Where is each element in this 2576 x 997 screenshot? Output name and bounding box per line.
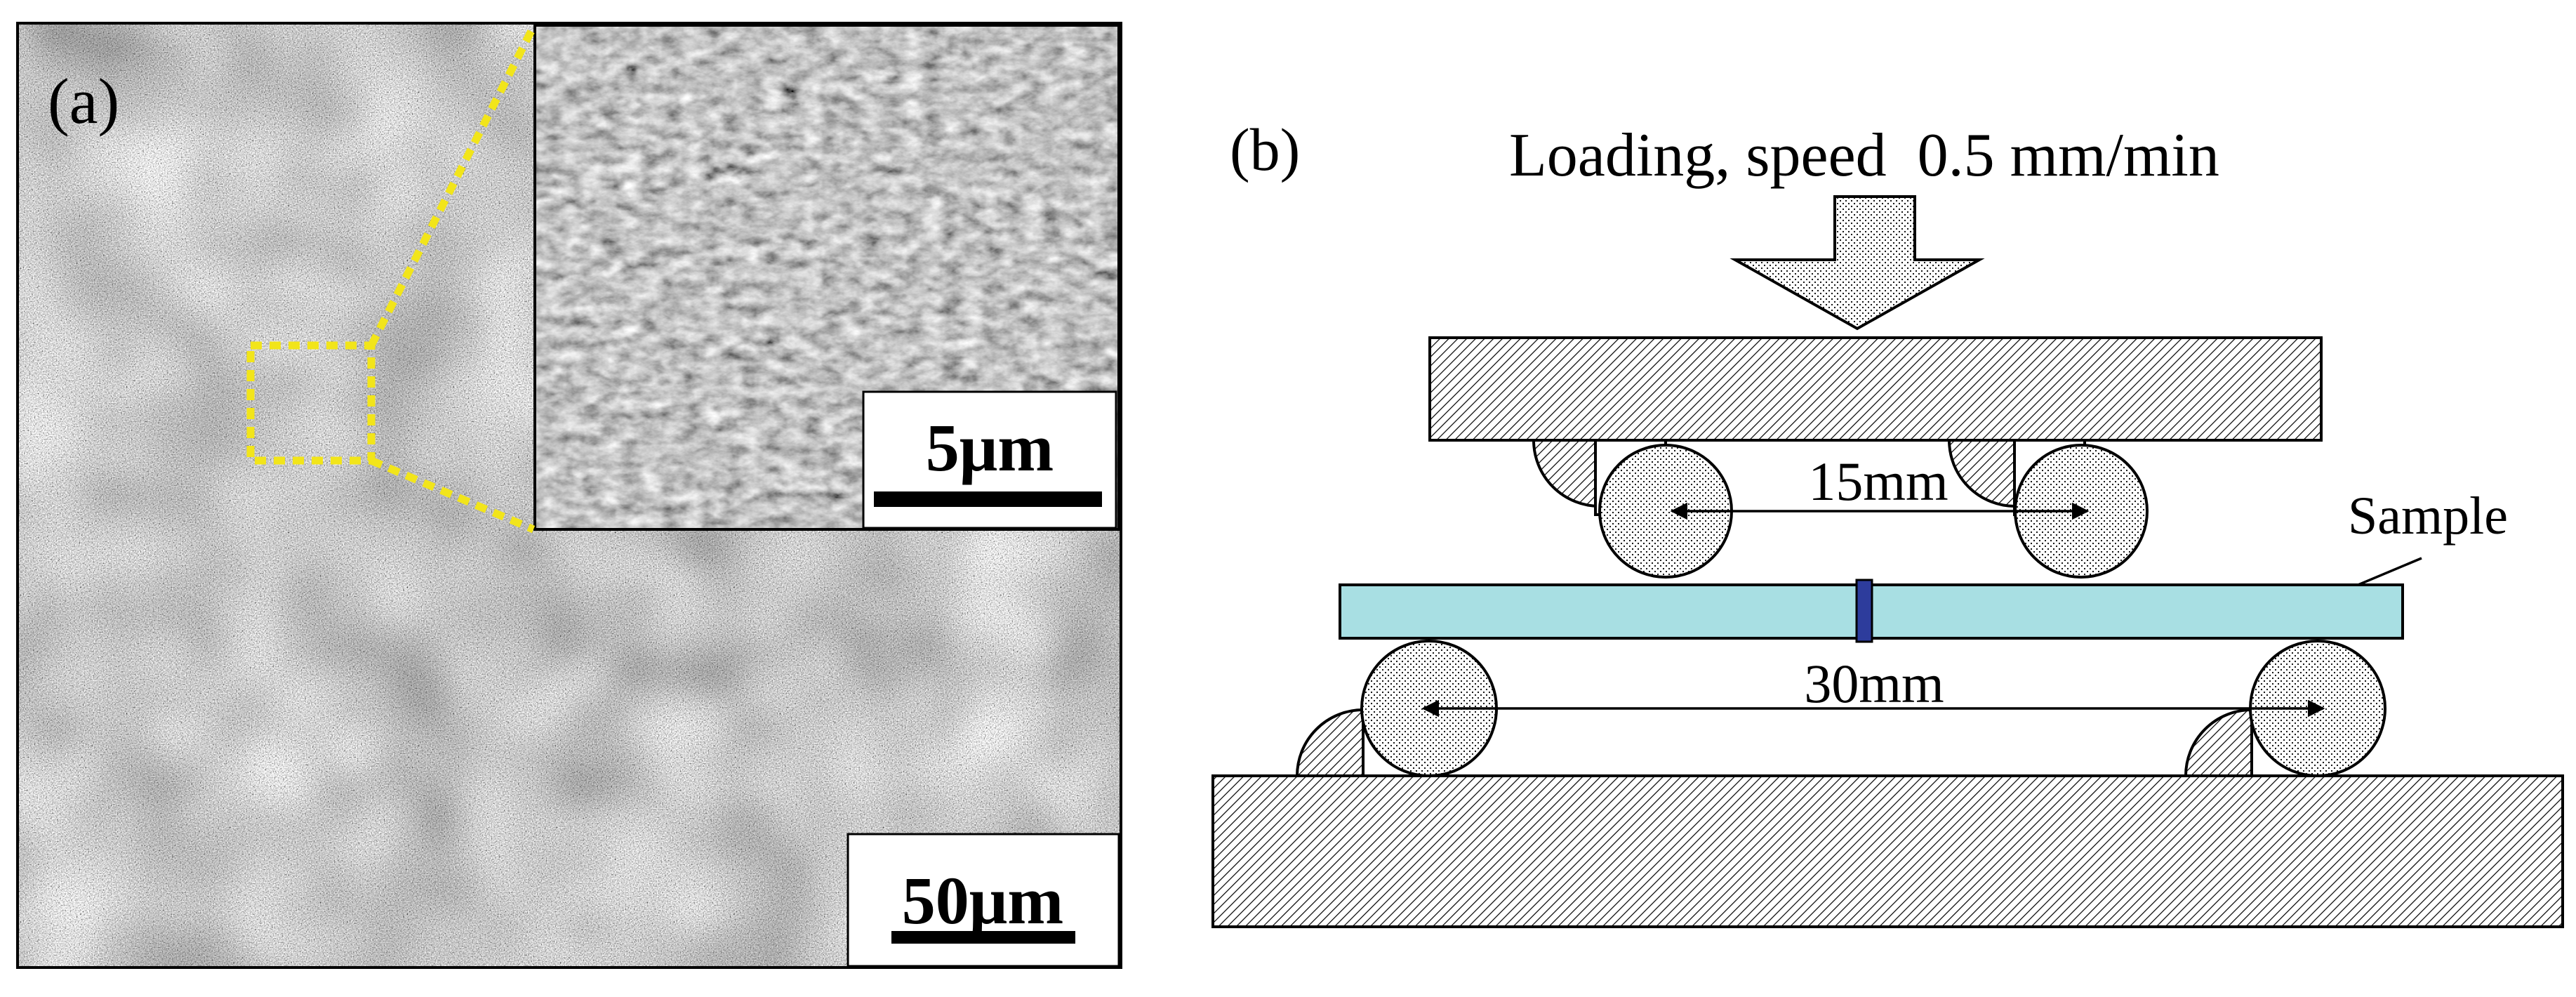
upper-block	[1428, 336, 2323, 442]
base-block	[1211, 774, 2564, 928]
inset-scale-bar: 5μm	[862, 390, 1117, 529]
panel-b: (b) Loading, speed 0.5 mm/min 15mm Sampl…	[1211, 116, 2564, 928]
panel-a-label: (a)	[48, 65, 119, 137]
main-scale-line	[891, 931, 1075, 944]
micrograph-border	[16, 22, 1122, 969]
panel-b-label: (b)	[1230, 116, 1300, 183]
main-scale-label: 50μm	[902, 863, 1063, 938]
upper-span-label: 15mm	[1808, 451, 1948, 512]
zoom-line-bottom	[369, 456, 536, 534]
zoom-line-top	[368, 25, 537, 348]
inset-scale-line	[874, 491, 1102, 507]
inset-scale-label: 5μm	[926, 410, 1054, 485]
panel-a: (a) 5μm 50μm	[16, 22, 1122, 969]
inset-border	[533, 24, 1120, 531]
loading-arrow	[1729, 195, 1985, 331]
highlight-box	[246, 341, 376, 465]
zoom-highlight	[246, 25, 537, 534]
lower-span-label: 30mm	[1804, 653, 1944, 714]
loading-text: Loading, speed 0.5 mm/min	[1509, 121, 2219, 190]
sample-label: Sample	[2348, 487, 2508, 546]
strain-gauge	[1855, 579, 1873, 643]
main-scale-bar: 50μm	[847, 833, 1120, 968]
